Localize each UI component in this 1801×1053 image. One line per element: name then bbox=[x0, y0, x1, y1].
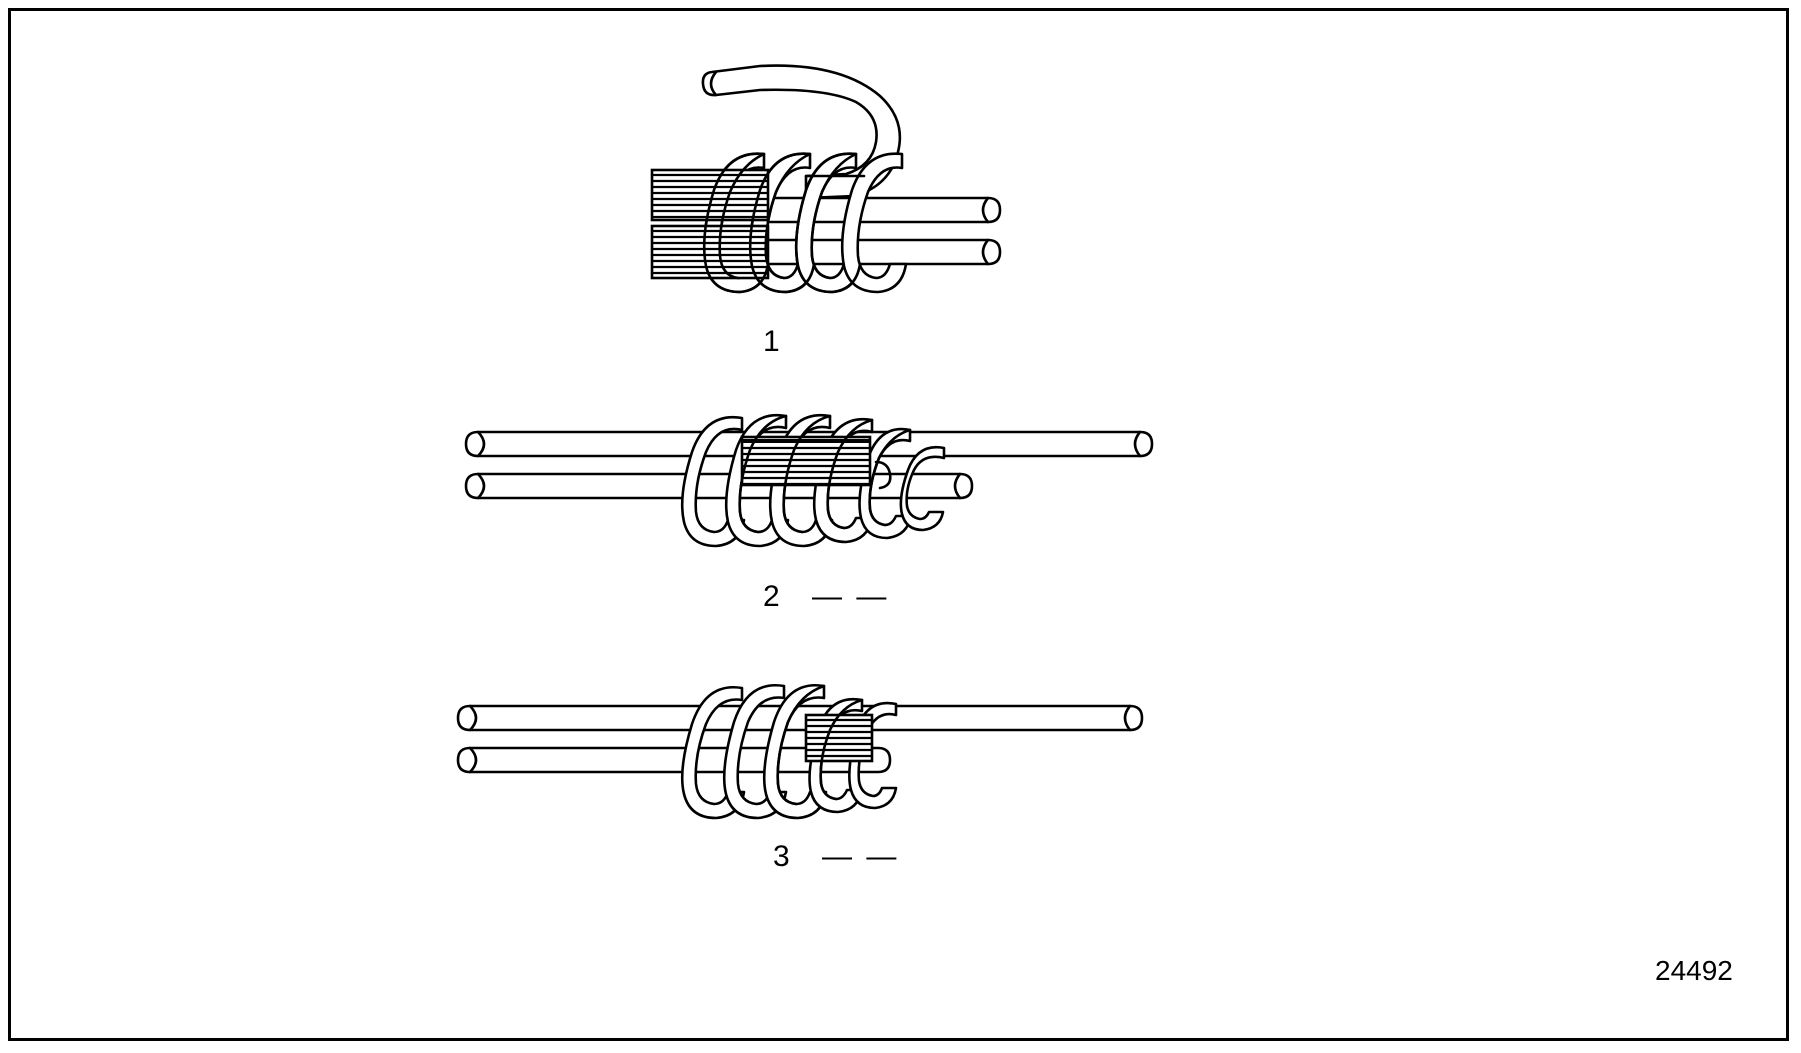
figure-3-artwork bbox=[456, 683, 1144, 820]
figure-3-label: 3 bbox=[773, 840, 790, 873]
figure-1-label: 1 bbox=[763, 325, 780, 358]
figure-3-wire-bundle bbox=[456, 704, 1144, 774]
figure-2-hatch-block bbox=[740, 435, 872, 487]
figure-3-dash-marker: — — bbox=[822, 840, 900, 873]
figure-3-front-strands bbox=[776, 684, 864, 806]
figure-1-hook-wire bbox=[701, 64, 902, 200]
figure-2-coil-tip bbox=[874, 460, 892, 490]
figure-2-dash-marker: — — bbox=[812, 580, 890, 613]
figure-2-front-strands bbox=[738, 414, 912, 534]
figure-3-hatch-block bbox=[804, 713, 874, 763]
reference-number: 24492 bbox=[1655, 955, 1733, 986]
figure-2-label: 2 bbox=[763, 580, 780, 613]
figure-1-front-strands bbox=[702, 152, 862, 294]
figure-1-hatch-block bbox=[650, 168, 770, 280]
figure-1-wire-bundle bbox=[758, 196, 1002, 266]
figure-1-artwork bbox=[650, 64, 1002, 294]
page-border bbox=[8, 8, 1789, 1041]
figure-2-artwork bbox=[464, 413, 1154, 548]
